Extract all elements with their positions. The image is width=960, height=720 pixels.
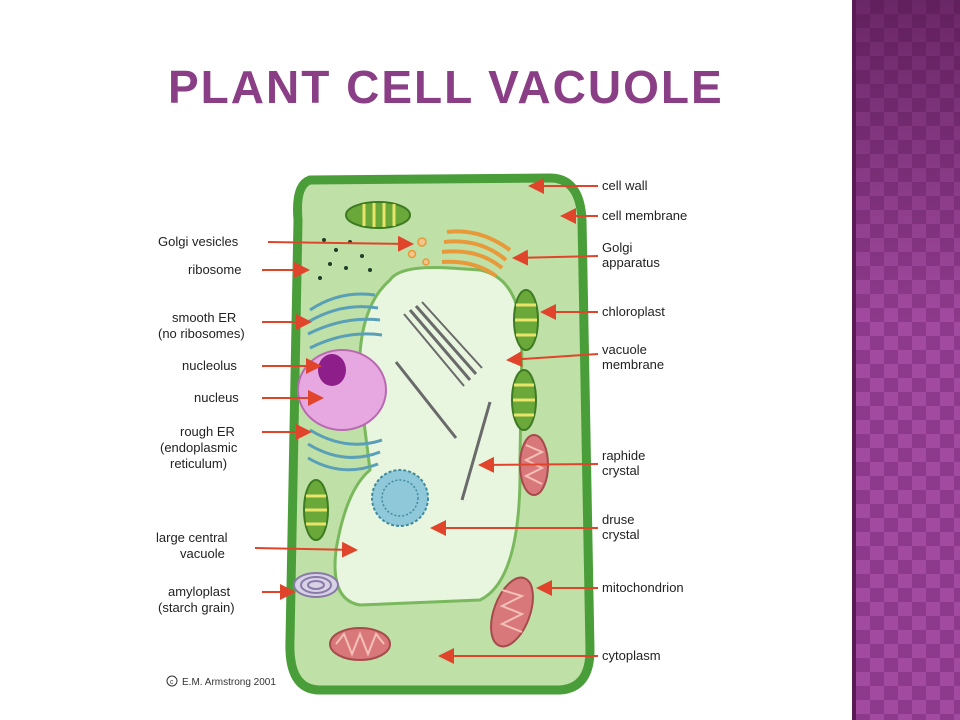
label-amyloplast: amyloplast (starch grain) [158,584,235,615]
label-rough-er: rough ER (endoplasmic reticulum) [160,424,241,471]
amyloplast-shape [293,572,339,598]
decorative-sidebar [856,0,960,720]
svg-text:c: c [170,679,174,686]
er-shape [307,292,383,472]
label-raphide-crystal: raphide crystal [602,448,649,478]
label-cell-membrane: cell membrane [602,208,687,223]
arrows-left [254,235,414,600]
label-golgi-vesicles: Golgi vesicles [158,234,239,249]
slide-title: PLANT CELL VACUOLE [168,61,724,113]
copyright: c E.M. Armstrong 2001 [166,675,276,688]
copyright-icon [166,675,178,687]
mitochondrion-bottom [329,627,391,661]
label-vacuole-membrane: vacuole membrane [602,342,664,372]
label-druse-crystal: druse crystal [602,512,640,542]
sidebar-edge [852,0,856,720]
arrows-right [430,178,599,664]
golgi-apparatus-shape [441,229,512,278]
nucleolus-shape [318,354,346,386]
label-smooth-er: smooth ER (no ribosomes) [158,310,245,341]
raphide-crystal-shape [394,301,492,501]
label-large-central-vacuole: large central vacuole [156,530,231,561]
label-chloroplast: chloroplast [602,304,665,319]
label-cell-wall: cell wall [602,178,648,193]
chloroplast-top [345,201,411,229]
chloroplast-left [303,479,329,541]
plant-cell-diagram: Golgi vesicles ribosome smooth ER (no ri… [150,160,720,700]
label-nucleus: nucleus [194,390,239,405]
druse-crystal-shape [371,469,429,527]
label-ribosome: ribosome [188,262,241,277]
label-golgi-apparatus: Golgi apparatus [602,240,660,270]
mitochondrion-right-2 [490,576,534,648]
label-mitochondrion: mitochondrion [602,580,684,595]
label-cytoplasm: cytoplasm [602,648,661,663]
golgi-vesicles-shape [407,237,430,266]
copyright-text: E.M. Armstrong 2001 [182,677,276,688]
chloroplast-right-1 [513,289,539,351]
chloroplast-right-2 [511,369,537,431]
label-nucleolus: nucleolus [182,358,237,373]
ribosome-dots [318,238,372,280]
